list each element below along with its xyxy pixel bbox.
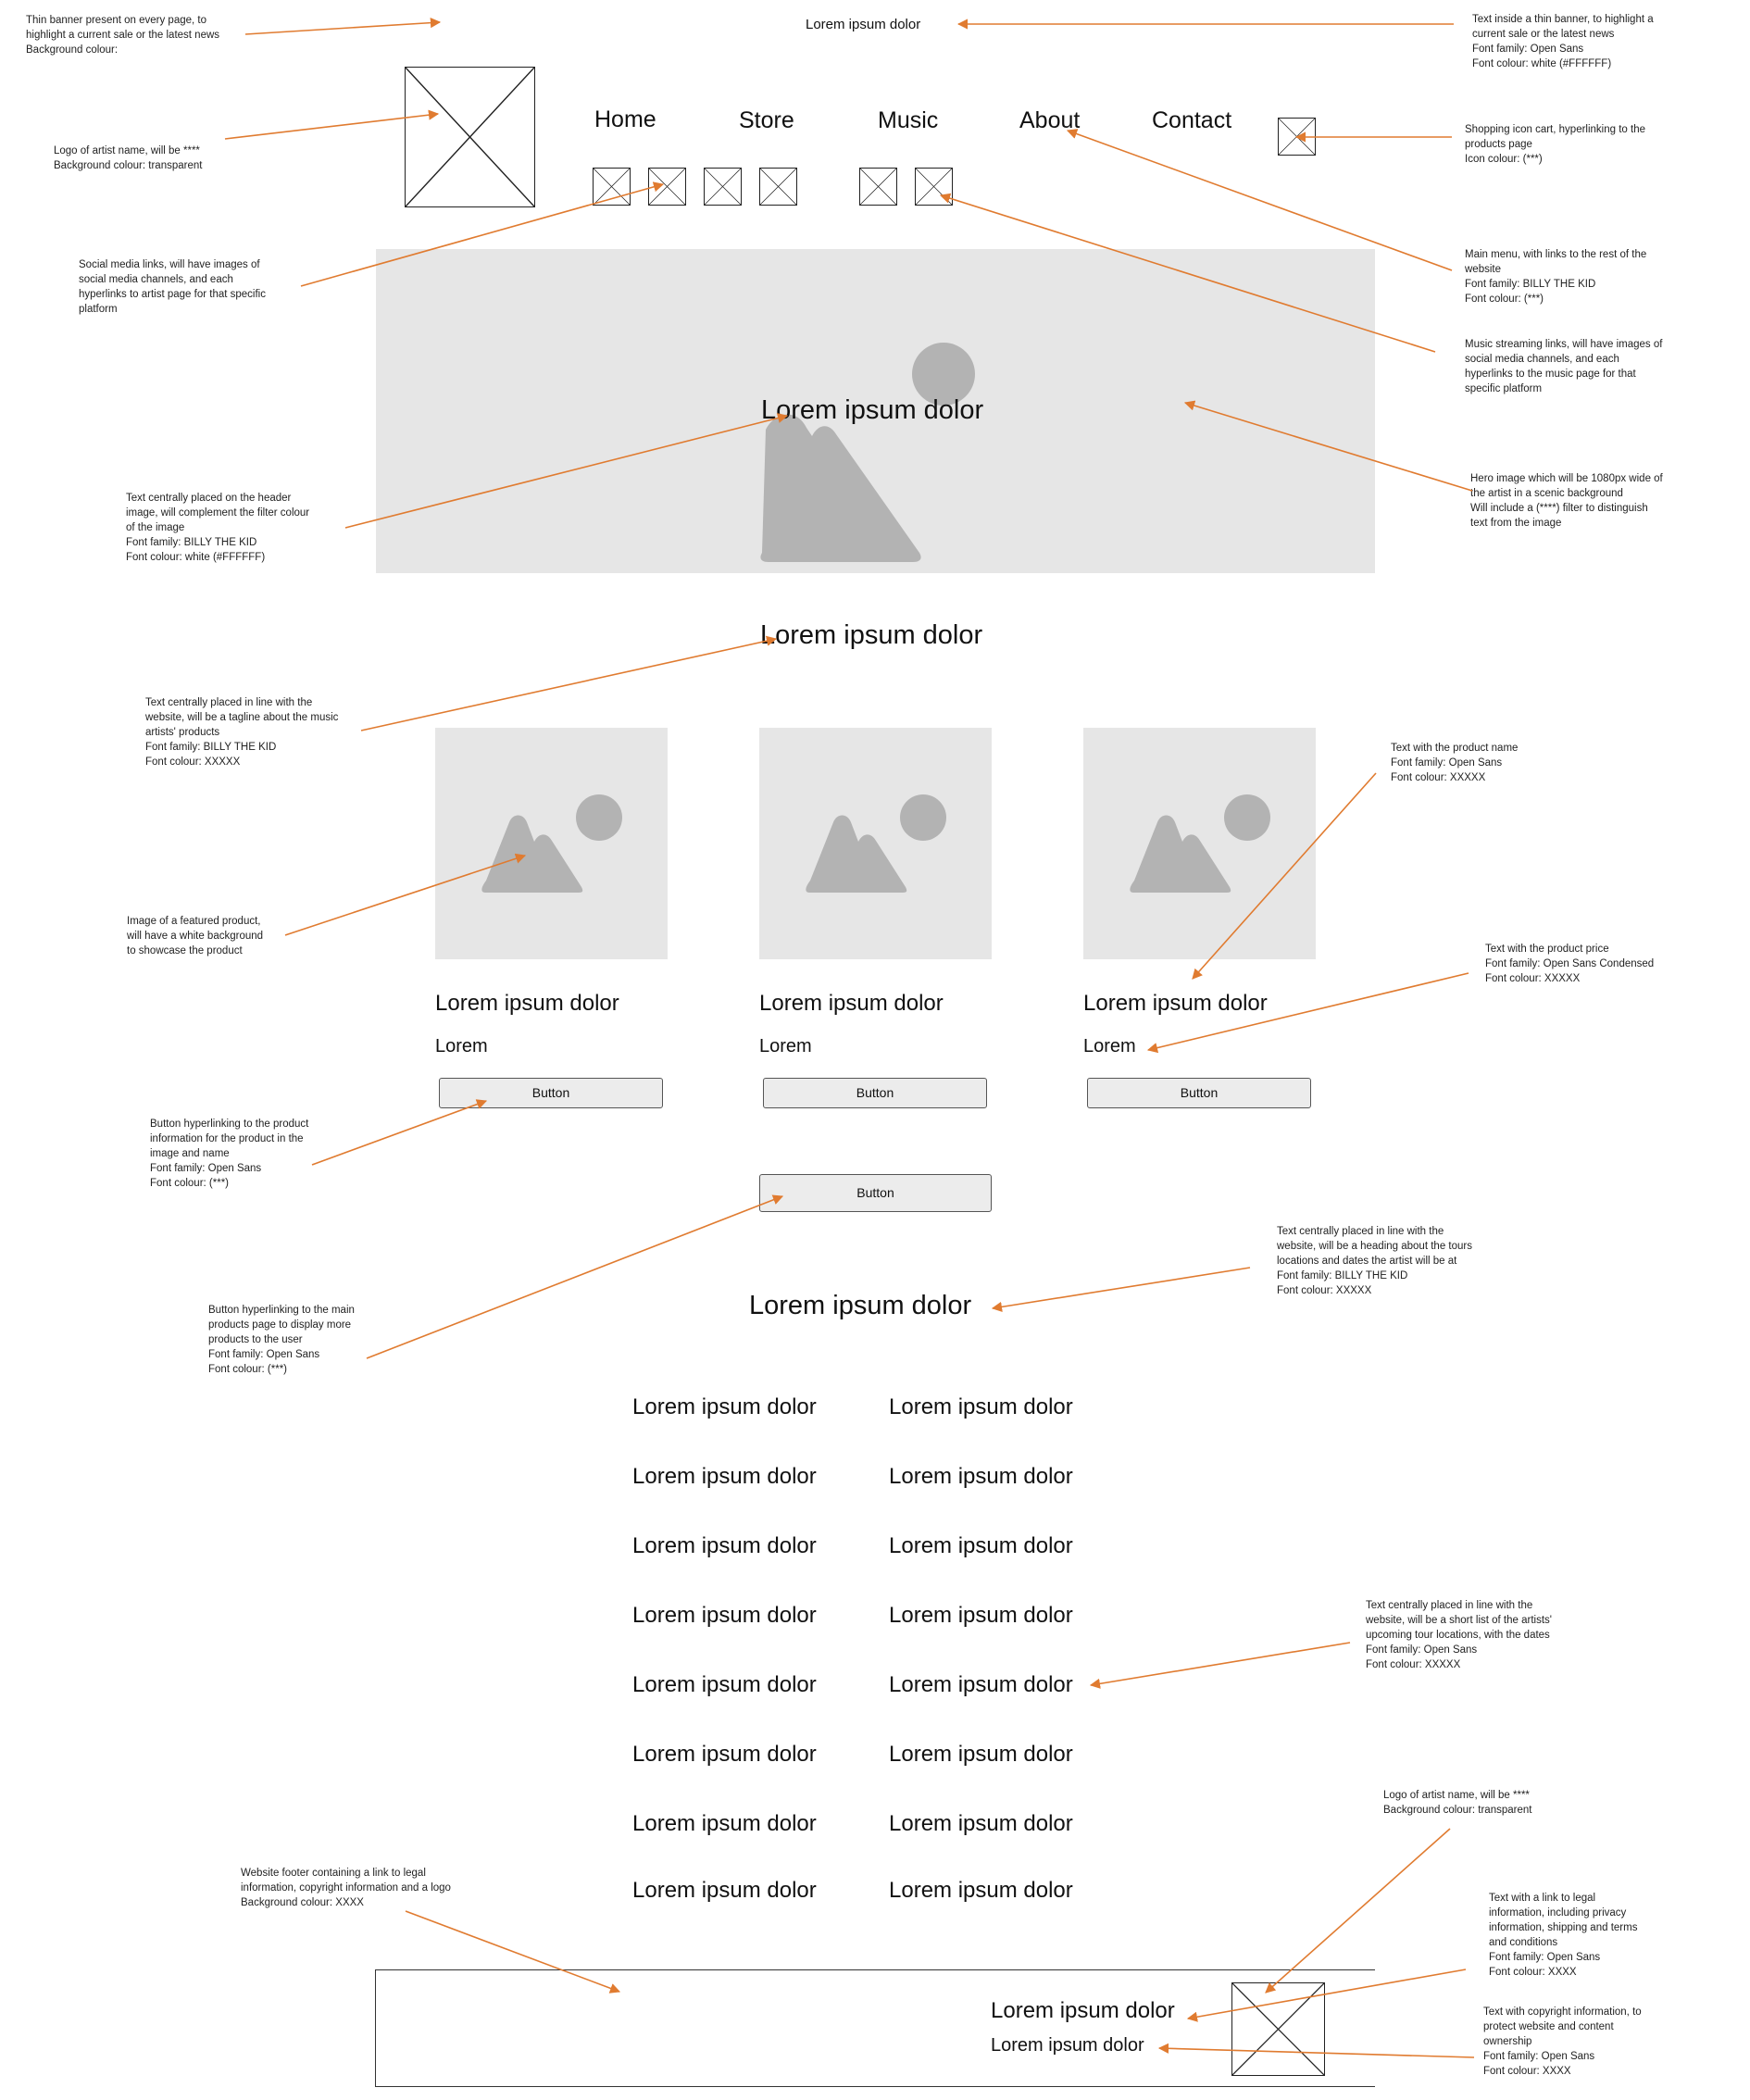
tour-entry: Lorem ipsum dolor xyxy=(889,1672,1073,1697)
hero-image: Lorem ipsum dolor xyxy=(376,249,1375,573)
product-name-3[interactable]: Lorem ipsum dolor xyxy=(1083,991,1268,1016)
annotation-tours-heading: Text centrally placed in line with the w… xyxy=(1277,1226,1472,1296)
annotation-product-name: Text with the product name Font family: … xyxy=(1391,743,1519,783)
footer-logo[interactable] xyxy=(1231,1982,1325,2076)
product-name-1[interactable]: Lorem ipsum dolor xyxy=(435,991,619,1016)
product-image-2[interactable] xyxy=(759,728,992,959)
annotation-tours-list: Text centrally placed in line with the w… xyxy=(1366,1600,1552,1670)
shopping-cart-icon[interactable] xyxy=(1278,118,1316,156)
product-price-3: Lorem xyxy=(1083,1036,1136,1056)
product-button-2[interactable]: Button xyxy=(763,1078,987,1108)
image-placeholder-icon xyxy=(760,343,975,562)
tour-entry: Lorem ipsum dolor xyxy=(632,1878,817,1903)
tour-entry: Lorem ipsum dolor xyxy=(632,1394,817,1419)
image-placeholder-icon xyxy=(481,794,622,893)
tour-entry: Lorem ipsum dolor xyxy=(889,1394,1073,1419)
footer-copyright: Lorem ipsum dolor xyxy=(991,2035,1144,2056)
image-placeholder-icon xyxy=(806,794,946,893)
product-button-3[interactable]: Button xyxy=(1087,1078,1311,1108)
annotation-streaming: Music streaming links, will have images … xyxy=(1465,339,1663,394)
tour-entry: Lorem ipsum dolor xyxy=(889,1603,1073,1628)
tour-entry: Lorem ipsum dolor xyxy=(889,1878,1073,1903)
nav-about[interactable]: About xyxy=(1019,107,1081,133)
social-link-4-icon[interactable] xyxy=(759,168,797,206)
annotation-product-button: Button hyperlinking to the product infor… xyxy=(150,1119,309,1189)
annotation-more-button: Button hyperlinking to the main products… xyxy=(208,1305,355,1375)
arrow-footer-logo xyxy=(1265,1828,1451,1994)
annotation-social: Social media links, will have images of … xyxy=(79,259,266,315)
streaming-link-1-icon[interactable] xyxy=(859,168,897,206)
arrow-tours-heading xyxy=(991,1267,1251,1312)
more-products-button[interactable]: Button xyxy=(759,1174,992,1212)
image-placeholder-icon xyxy=(1130,794,1270,893)
hero-text: Lorem ipsum dolor xyxy=(761,395,984,425)
placeholder-x-icon xyxy=(406,68,534,206)
footer-legal-link[interactable]: Lorem ipsum dolor xyxy=(991,1998,1175,2023)
product-name-2[interactable]: Lorem ipsum dolor xyxy=(759,991,944,1016)
annotation-hero-image: Hero image which will be 1080px wide of … xyxy=(1470,473,1663,529)
tours-heading: Lorem ipsum dolor xyxy=(749,1291,972,1320)
top-banner: Lorem ipsum dolor xyxy=(806,17,920,33)
banner-text: Lorem ipsum dolor xyxy=(806,17,921,32)
streaming-link-2-icon[interactable] xyxy=(915,168,953,206)
tour-entry: Lorem ipsum dolor xyxy=(632,1533,817,1558)
nav-store[interactable]: Store xyxy=(739,107,794,133)
product-price-1: Lorem xyxy=(435,1036,488,1056)
annotation-footer: Website footer containing a link to lega… xyxy=(241,1868,451,1908)
nav-contact[interactable]: Contact xyxy=(1152,107,1232,133)
arrow-product-button xyxy=(311,1099,488,1166)
social-link-1-icon[interactable] xyxy=(593,168,631,206)
annotation-footer-logo: Logo of artist name, will be **** Backgr… xyxy=(1383,1790,1532,1816)
tour-entry: Lorem ipsum dolor xyxy=(632,1811,817,1836)
tour-entry: Lorem ipsum dolor xyxy=(632,1603,817,1628)
nav-home[interactable]: Home xyxy=(594,106,656,132)
footer: Lorem ipsum dolor Lorem ipsum dolor xyxy=(375,1969,1375,2087)
tour-entry: Lorem ipsum dolor xyxy=(632,1742,817,1767)
placeholder-x-icon xyxy=(1232,1983,1324,2075)
annotation-footer-copyright: Text with copyright information, to prot… xyxy=(1483,2006,1642,2077)
annotation-banner-right: Text inside a thin banner, to highlight … xyxy=(1472,14,1654,69)
tour-entry: Lorem ipsum dolor xyxy=(889,1811,1073,1836)
social-link-3-icon[interactable] xyxy=(704,168,742,206)
annotation-product-image: Image of a featured product, will have a… xyxy=(127,916,264,956)
product-price-2: Lorem xyxy=(759,1036,812,1056)
arrow-tagline xyxy=(360,635,778,731)
social-link-2-icon[interactable] xyxy=(648,168,686,206)
arrow-tours-list xyxy=(1089,1642,1351,1689)
tour-entry: Lorem ipsum dolor xyxy=(632,1672,817,1697)
annotation-menu: Main menu, with links to the rest of the… xyxy=(1465,249,1647,305)
arrow-banner-left xyxy=(244,18,442,35)
product-button-1[interactable]: Button xyxy=(439,1078,663,1108)
tour-entry: Lorem ipsum dolor xyxy=(889,1533,1073,1558)
annotation-product-price: Text with the product price Font family:… xyxy=(1485,944,1655,984)
nav-music[interactable]: Music xyxy=(878,107,939,133)
products-tagline: Lorem ipsum dolor xyxy=(760,620,983,650)
product-image-3[interactable] xyxy=(1083,728,1316,959)
artist-logo[interactable] xyxy=(405,67,535,207)
product-image-1[interactable] xyxy=(435,728,668,959)
annotation-logo: Logo of artist name, will be **** Backgr… xyxy=(54,145,203,171)
arrow-more-button xyxy=(366,1194,784,1359)
annotation-banner-left: Thin banner present on every page, to hi… xyxy=(26,15,220,56)
tour-entry: Lorem ipsum dolor xyxy=(889,1464,1073,1489)
annotation-tagline: Text centrally placed in line with the w… xyxy=(145,697,339,768)
tour-entry: Lorem ipsum dolor xyxy=(632,1464,817,1489)
annotation-cart: Shopping icon cart, hyperlinking to the … xyxy=(1465,124,1645,165)
annotation-hero-text: Text centrally placed on the header imag… xyxy=(126,493,310,563)
tour-entry: Lorem ipsum dolor xyxy=(889,1742,1073,1767)
annotation-footer-legal: Text with a link to legal information, i… xyxy=(1489,1893,1638,1978)
